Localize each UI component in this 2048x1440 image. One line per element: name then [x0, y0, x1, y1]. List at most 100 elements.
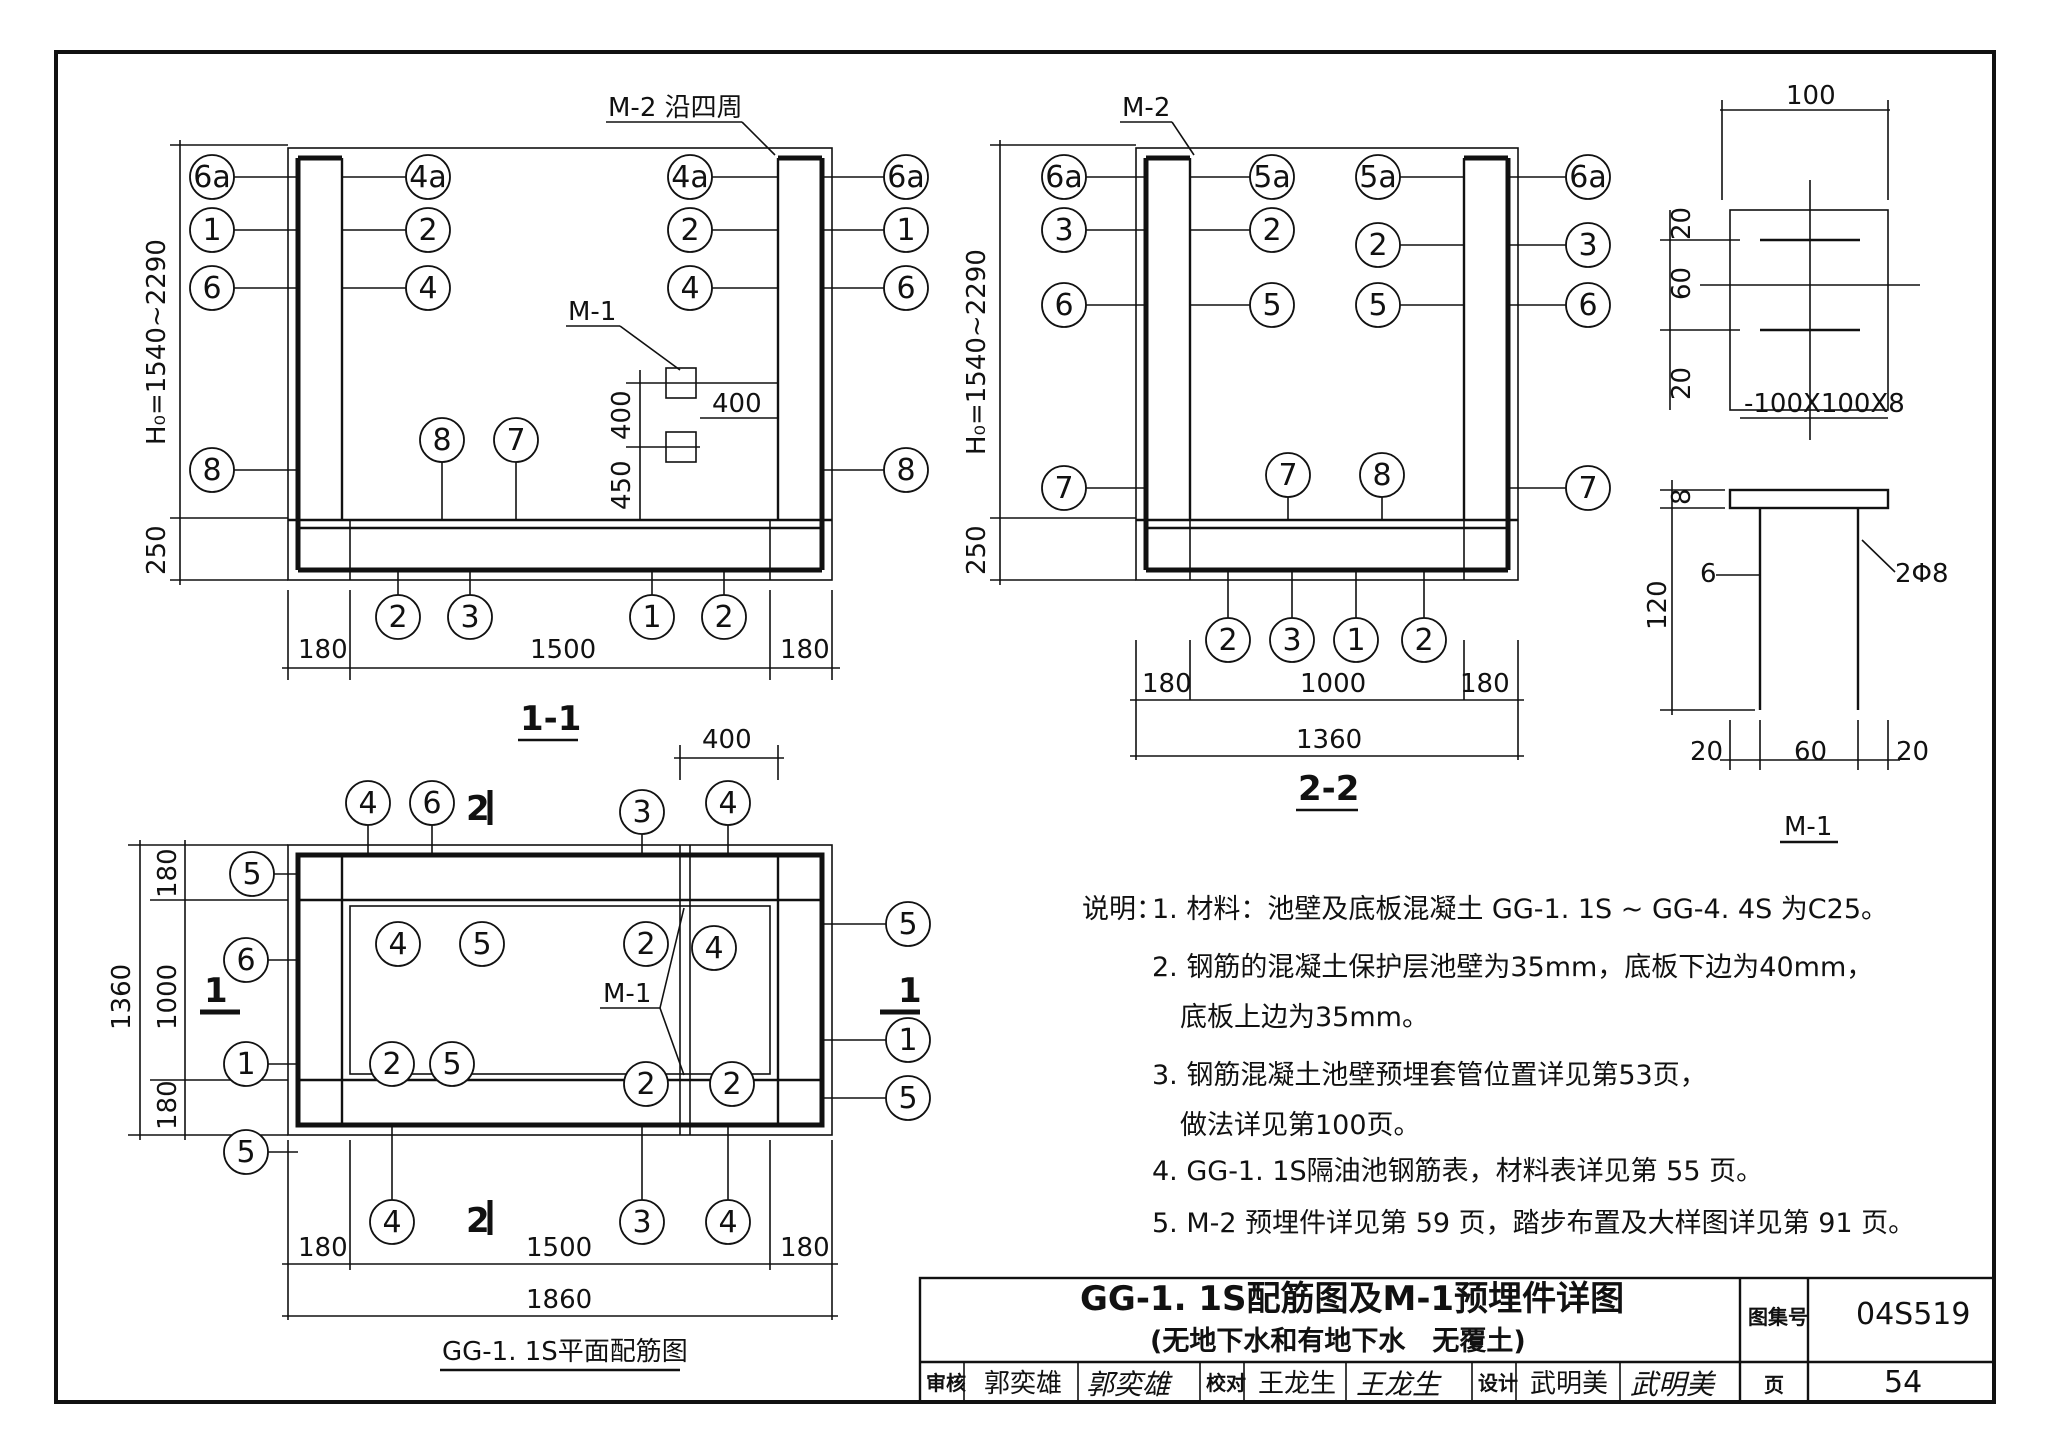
rebar-callout-6: [409, 780, 455, 826]
rebar-callout-label: 6a: [193, 160, 230, 195]
rebar-callout-7: [493, 417, 539, 463]
rebar-callout-6: [189, 265, 235, 311]
rebar-callout-2: [667, 207, 713, 253]
rebar-callout-label: 2: [1414, 623, 1433, 658]
section-1-1: H₀=1540~2290 250 180 1500 180 M-2 沿四周 M-…: [142, 93, 840, 742]
rebar-callout-label: 8: [202, 453, 221, 488]
plan-dim-h2: 1500: [526, 1233, 592, 1263]
rebar-callout-label: 6: [202, 271, 221, 306]
checker-name: 王龙生: [1258, 1369, 1336, 1399]
rebar-callout-7: [1041, 465, 1087, 511]
rebar-callout-label: 4: [718, 786, 737, 821]
section-1-1-dim-inner: 1500: [530, 635, 596, 665]
note-4: 4. GG-1. 1S隔油池钢筋表，材料表详见第 55 页。: [1152, 1156, 1763, 1187]
rebar-callout-5: [229, 851, 275, 897]
m1-plate-elevation: [1728, 488, 1890, 510]
designer-name: 武明美: [1530, 1369, 1608, 1399]
m1-title: M-1: [1784, 812, 1832, 842]
m1-dim-height: 120: [1643, 580, 1673, 630]
drawing-subtitle: (无地下水和有地下水 无覆土): [1150, 1326, 1526, 1357]
rebar-callout-label: 6a: [1045, 160, 1082, 195]
section-2-2-dim-left: 180: [1142, 669, 1192, 699]
m1-dim-h1: 20: [1667, 207, 1697, 240]
rebar-callout-label: 5: [1368, 288, 1387, 323]
rebar-callout-label: 7: [506, 423, 525, 458]
rebar-callout-4: [369, 1199, 415, 1245]
m1-plate-label: -100X100X8: [1744, 389, 1905, 419]
reviewer-name: 郭奕雄: [984, 1369, 1062, 1399]
notes-lead: 说明：: [1082, 894, 1163, 925]
design-label: 设计: [1478, 1371, 1518, 1395]
rebar-callout-7: [1565, 465, 1611, 511]
rebar-callout-label: 5a: [1359, 160, 1396, 195]
rebar-callout-2: [405, 207, 451, 253]
rebar-callout-label: 2: [418, 213, 437, 248]
plan-dim-v2: 1000: [153, 964, 183, 1030]
rebar-callout-5: [885, 1075, 931, 1121]
plan-dim-v3: 180: [153, 1080, 183, 1130]
m1-dim-right: 20: [1896, 737, 1929, 767]
rebar-callout-label: 8: [1372, 458, 1391, 493]
rebar-callout-label: 2: [714, 600, 733, 635]
rebar-callout-8: [883, 447, 929, 493]
review-label: 审核: [926, 1371, 966, 1395]
rebar-callout-label: 4: [704, 931, 723, 966]
rebar-callout-4a: [405, 154, 451, 200]
rebar-callout-label: 4: [718, 1205, 737, 1240]
rebar-callout-6a: [189, 154, 235, 200]
rebar-callout-label: 6a: [1569, 160, 1606, 195]
section-1-1-title: 1-1: [520, 699, 581, 739]
rebar-callout-1: [883, 207, 929, 253]
rebar-callout-label: 1: [642, 600, 661, 635]
rebar-callout-label: 6: [422, 786, 441, 821]
rebar-callout-label: 5: [472, 927, 491, 962]
rebar-callout-4: [667, 265, 713, 311]
m1-bar-label: 2Φ8: [1895, 559, 1949, 589]
rebar-callout-6a: [883, 154, 929, 200]
rebar-callout-1: [885, 1017, 931, 1063]
rebar-callout-8: [419, 417, 465, 463]
plan-section-mark-left: 1: [204, 971, 228, 1011]
m1-dim-h2: 60: [1667, 267, 1697, 300]
rebar-callout-label: 8: [896, 453, 915, 488]
rebar-callout-3: [1041, 207, 1087, 253]
plan-section-mark-right: 1: [898, 971, 922, 1011]
rebar-callout-5: [885, 901, 931, 947]
rebar-callout-label: 8: [432, 423, 451, 458]
rebar-callout-4: [345, 780, 391, 826]
notes: 说明： 1. 材料：池壁及底板混凝土 GG-1. 1S ~ GG-4. 4S 为…: [1082, 894, 1915, 1239]
rebar-callout-label: 3: [632, 795, 651, 830]
rebar-callout-4a: [667, 154, 713, 200]
m1-dim-left: 20: [1690, 737, 1723, 767]
check-label: 校对: [1206, 1371, 1246, 1395]
rebar-callout-label: 4: [418, 271, 437, 306]
rebar-callout-4: [705, 1199, 751, 1245]
rebar-callout-5: [429, 1041, 475, 1087]
plan-m1-label: M-1: [603, 979, 651, 1009]
plan-dim-h1: 180: [298, 1233, 348, 1263]
plan-dim-v1: 180: [153, 848, 183, 898]
rebar-callout-5a: [1355, 154, 1401, 200]
rebar-callout-7: [1265, 452, 1311, 498]
rebar-callout-2: [1401, 617, 1447, 663]
rebar-callout-label: 1: [202, 213, 221, 248]
rebar-callout-label: 5: [898, 907, 917, 942]
rebar-callout-3: [619, 789, 665, 835]
section-1-1-m1-b: 450: [607, 460, 637, 510]
rebar-callout-2: [623, 1061, 669, 1107]
rebar-callout-3: [619, 1199, 665, 1245]
rebar-callout-6: [223, 937, 269, 983]
rebar-callout-1: [189, 207, 235, 253]
section-1-1-m1-w: 400: [712, 389, 762, 419]
rebar-callout-2: [623, 921, 669, 967]
section-1-1-dim-right: 180: [780, 635, 830, 665]
section-2-2-dim-inner: 1000: [1300, 669, 1366, 699]
rebar-callout-6: [1041, 282, 1087, 328]
rebar-callout-5: [223, 1129, 269, 1175]
rebar-callout-label: 3: [632, 1205, 651, 1240]
rebar-callout-label: 1: [898, 1023, 917, 1058]
rebar-callout-2: [709, 1061, 755, 1107]
rebar-callout-6a: [1565, 154, 1611, 200]
rebar-callout-label: 2: [636, 927, 655, 962]
